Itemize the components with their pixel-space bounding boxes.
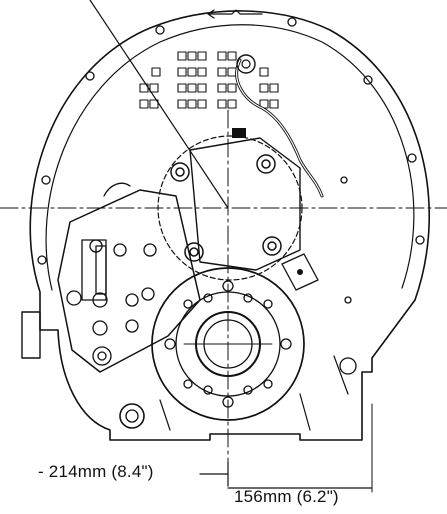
top-boss: [232, 128, 246, 138]
drain-plug: [119, 403, 145, 429]
pipe-fitting: [236, 54, 256, 74]
dimension-right-label: 156mm (6.2"): [234, 487, 339, 506]
cast-markings: [139, 51, 279, 109]
left-mount-pad: [21, 311, 41, 359]
dimension-lines: [199, 461, 373, 489]
bottom-ribs: [159, 355, 349, 431]
top-tag-mark: [207, 9, 263, 19]
leader-line: [89, 0, 229, 209]
centerlines: [0, 109, 447, 493]
cover-bolts: [170, 154, 282, 262]
flange-bolts: [164, 280, 292, 408]
valve-body: [57, 189, 201, 373]
dimension-left-label: - 214mm (8.4"): [38, 462, 154, 481]
oil-pipe: [235, 58, 324, 198]
bell-housing-outline: [29, 10, 431, 441]
flange-ring: [45, 24, 415, 291]
rim-bolt-holes: [37, 17, 425, 304]
valve-body-features: [66, 182, 157, 366]
upper-cover-plate: [189, 137, 301, 271]
right-pad: [281, 253, 319, 291]
